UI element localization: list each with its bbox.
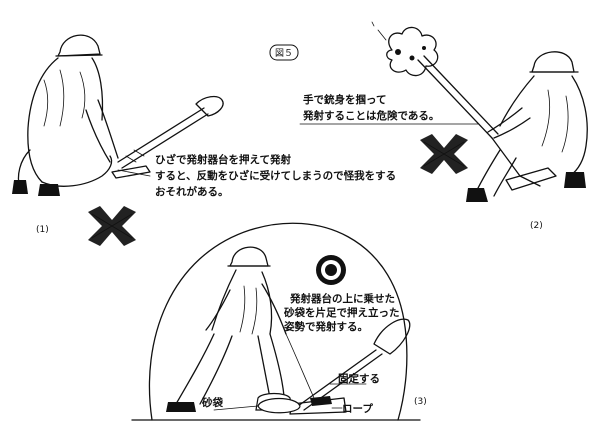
leader-line-1 bbox=[117, 169, 151, 177]
panel2-number: (2) bbox=[530, 221, 543, 231]
prohibited-x-icon-2 bbox=[420, 134, 468, 174]
panel1-caption-line2: すると、反動をひざに受けてしまうので怪我をする bbox=[155, 169, 396, 182]
panel2-caption-line1: 手で銃身を掴って bbox=[303, 93, 386, 106]
panel2-caption-line2: 発射することは危険である。 bbox=[302, 109, 439, 122]
panel-3: 発射器台の上に乗せた 砂袋を片足で押え立った 姿勢で発射する。 固定する 砂袋 … bbox=[131, 222, 427, 421]
panel3-caption-line1: 発射器台の上に乗せた bbox=[289, 292, 395, 305]
panel3-caption-line2: 砂袋を片足で押え立った bbox=[283, 306, 400, 319]
panel3-caption-line3: 姿勢で発射する。 bbox=[284, 320, 368, 333]
smoke-burst bbox=[371, 21, 439, 77]
grenade-launcher-3 bbox=[257, 318, 411, 415]
prohibited-x-icon-1 bbox=[88, 206, 136, 246]
panel-1: ひざで発射器台を押えて発射 すると、反動をひざに受けてしまうので怪我をする おそ… bbox=[12, 34, 396, 246]
figure-title-box: 図５ bbox=[269, 44, 299, 61]
tunnel-frame bbox=[148, 222, 408, 421]
rope-line bbox=[285, 333, 315, 399]
leader-line-sandbag bbox=[213, 405, 259, 411]
label-sandbag: 砂袋 bbox=[201, 396, 223, 409]
grenade-launcher-1 bbox=[111, 95, 224, 179]
panel-2: 手で銃身を掴って 発射することは危険である。 (2) bbox=[299, 21, 588, 231]
soldier-standing-figure bbox=[166, 246, 293, 412]
label-rope: ロープ bbox=[342, 402, 373, 415]
panel3-number: (3) bbox=[414, 397, 427, 407]
target-ring-icon bbox=[316, 255, 346, 285]
soldier-seated-figure bbox=[466, 51, 588, 202]
panel1-caption-line3: おそれがある。 bbox=[155, 185, 229, 198]
soldier-crouching-figure bbox=[12, 34, 119, 196]
figure-title: 図５ bbox=[275, 48, 293, 59]
grenade-launcher-2 bbox=[417, 55, 557, 191]
panel1-caption-line1: ひざで発射器台を押えて発射 bbox=[155, 153, 291, 166]
panel1-number: (1) bbox=[36, 225, 49, 235]
label-fix: 固定する bbox=[338, 372, 380, 385]
